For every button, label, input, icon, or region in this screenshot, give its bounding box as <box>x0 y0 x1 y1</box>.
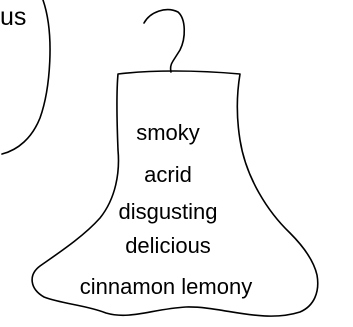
circle-outline <box>1 0 51 155</box>
sock-word-disgusting: disgusting <box>118 199 218 224</box>
hanger-hook <box>143 8 186 73</box>
sock-word-smoky: smoky <box>136 120 200 145</box>
circle-text-fragment: us <box>0 3 27 31</box>
sock-outline <box>31 70 319 317</box>
sock-word-delicious: delicious <box>125 233 211 258</box>
sock-word-acrid: acrid <box>144 162 192 187</box>
sock-word-cinnamon-lemony: cinnamon lemony <box>79 274 253 299</box>
